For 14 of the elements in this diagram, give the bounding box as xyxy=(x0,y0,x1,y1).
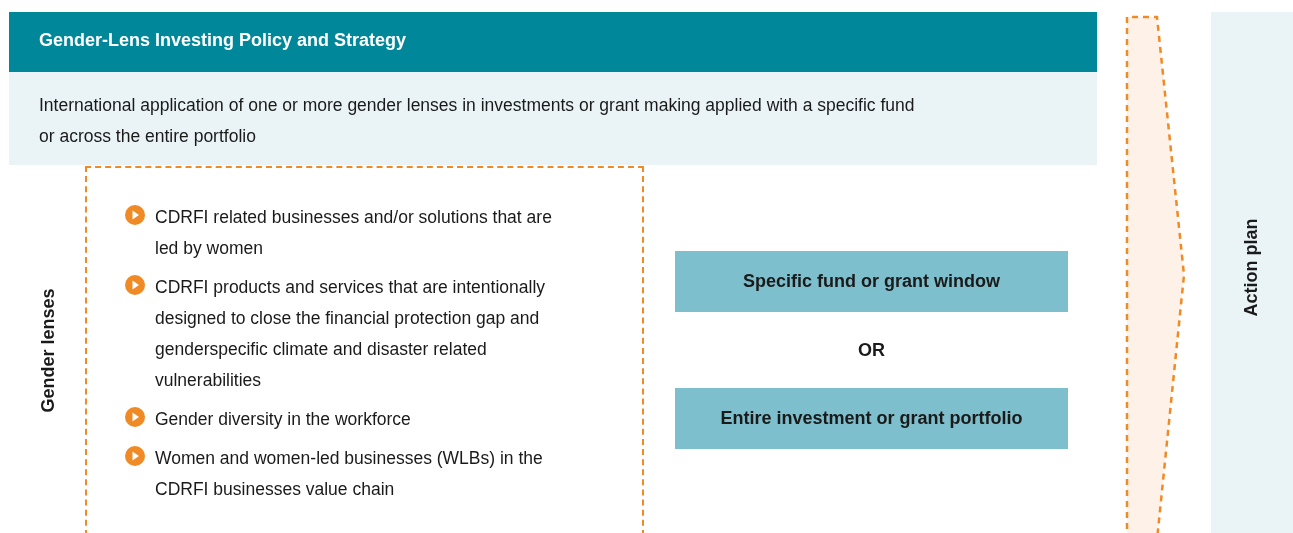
block-arrow xyxy=(1125,15,1186,533)
bullet-text: Gender diversity in the workforce xyxy=(155,408,412,431)
panel-heading: Gender-Lens Investing Policy and Strategy xyxy=(39,30,407,51)
panel-description: International application of one or more gender lenses in investments or grant making applied with a specific fund or across the entire portfolio xyxy=(39,94,916,148)
option-box: Specific fund or grant window xyxy=(675,251,1068,312)
side-label: Gender lenses xyxy=(37,287,59,415)
bullet-text: Women and women-led businesses (WLBs) in the CDRFI businesses value chain xyxy=(155,447,544,501)
option-box: Entire investment or grant portfolio xyxy=(675,388,1068,449)
bullet-text: CDRFI related businesses and/or solutions that are led by women xyxy=(155,206,553,260)
connector-word: OR xyxy=(857,340,886,361)
strategy-panel xyxy=(9,12,1097,165)
dashed-frame xyxy=(85,166,644,533)
band-label: Action plan xyxy=(1240,217,1262,319)
bullet-text: CDRFI products and services that are intentionally designed to close the financial protection gap and genderspecific climate and disaster related vulnerabilities xyxy=(155,276,547,392)
